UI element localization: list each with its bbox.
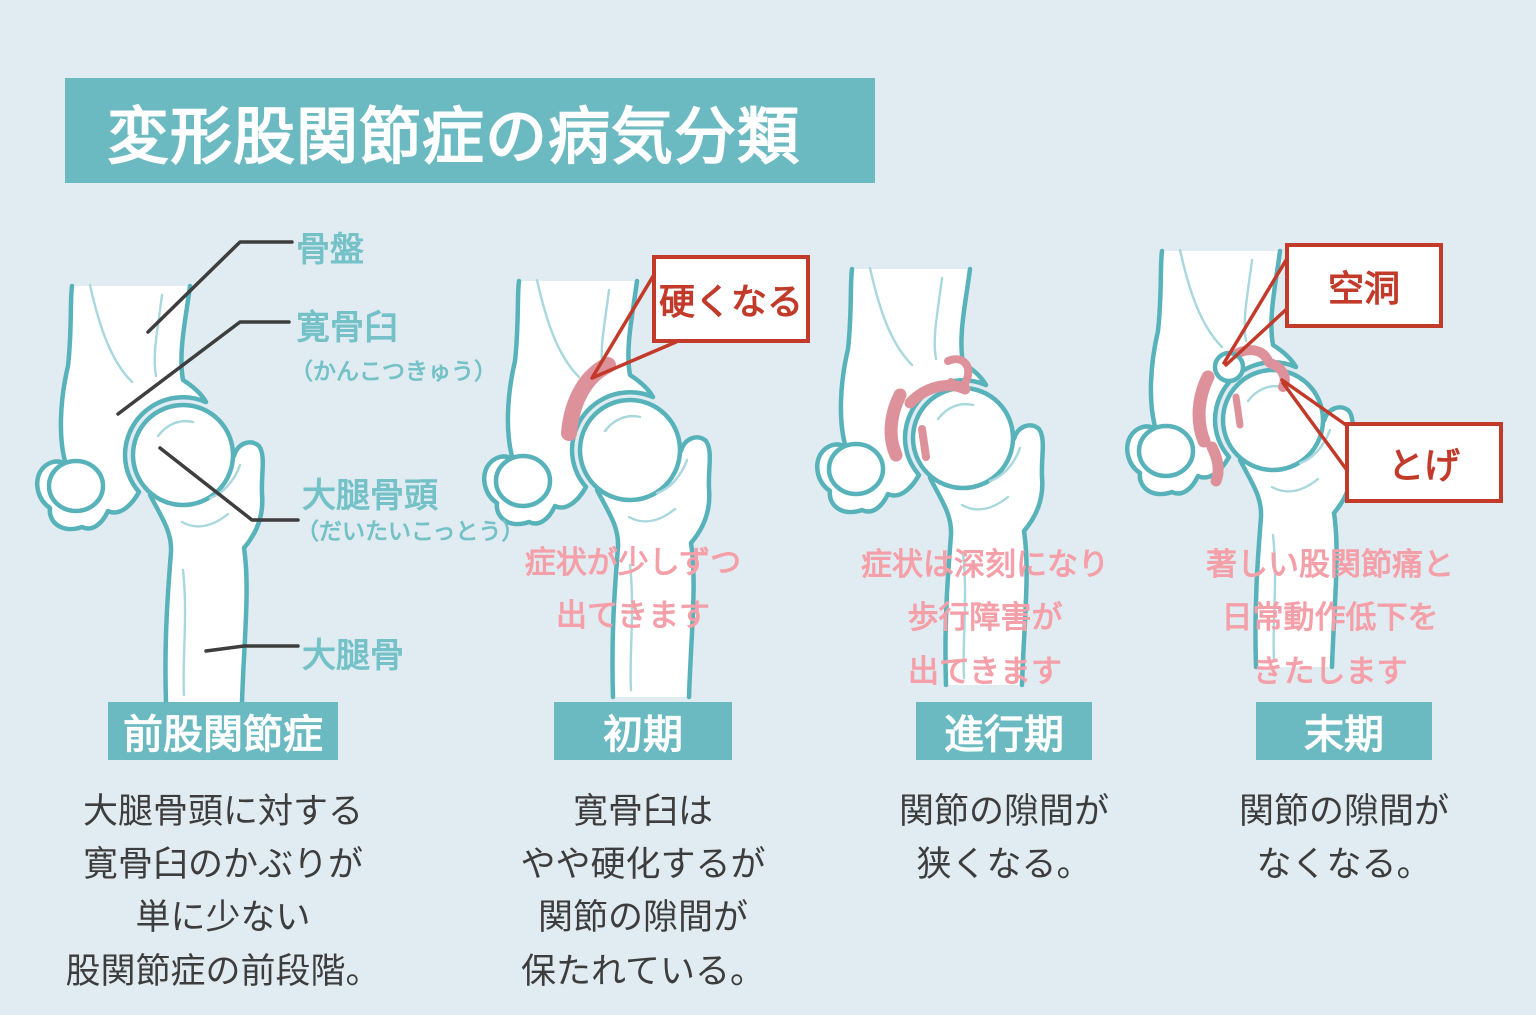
symptom-note-early: 症状が少しずつ 出てきます <box>524 545 742 634</box>
callout-spur: とげ <box>1345 422 1503 503</box>
stage-banner-progressive: 進行期 <box>916 702 1092 760</box>
anatomy-leader-lines <box>116 240 300 653</box>
cavity-shape <box>1215 353 1243 381</box>
stage-3-narrowing-overlay <box>884 355 973 462</box>
stage-banner-pre: 前股関節症 <box>108 702 338 760</box>
hip-illustration-stage-1 <box>37 285 263 702</box>
callout-hardening-text: 硬くなる <box>658 281 803 322</box>
label-femoral-head: 大腿骨頭 <box>302 477 438 515</box>
label-femoral-head-reading: （だいたいこっとう） <box>296 518 525 544</box>
stage-description-early: 寛骨臼は やや硬化するが 関節の隙間が 保たれている。 <box>520 792 766 991</box>
stage-2-sclerosis-overlay <box>561 357 616 441</box>
callout-cavity: 空洞 <box>1285 243 1443 328</box>
callout-beak-lines <box>590 250 1351 475</box>
stage-banner-end: 末期 <box>1256 702 1432 760</box>
label-femur: 大腿骨 <box>302 637 404 675</box>
label-pelvis: 骨盤 <box>296 231 364 269</box>
stage-banner-early: 初期 <box>554 702 732 760</box>
label-acetabulum-reading: （かんこつきゅう） <box>290 358 497 384</box>
stage-description-end: 関節の隙間が なくなる。 <box>1238 792 1449 885</box>
page-title: 変形股関節症の病気分類 <box>107 102 801 172</box>
title-banner: 変形股関節症の病気分類 <box>65 78 875 183</box>
callout-cavity-text: 空洞 <box>1327 267 1400 309</box>
stage-description-progressive: 関節の隙間が 狭くなる。 <box>898 792 1109 885</box>
callout-hardening: 硬くなる <box>652 255 810 343</box>
stage-description-pre: 大腿骨頭に対する 寛骨臼のかぶりが 単に少ない 股関節症の前段階。 <box>65 792 381 991</box>
symptom-note-progressive: 症状は深刻になり 歩行障害が 出てきます <box>861 547 1109 689</box>
label-acetabulum: 寛骨臼 <box>296 309 398 347</box>
callout-spur-text: とげ <box>1387 444 1460 486</box>
symptom-note-end: 著しい股関節痛と 日常動作低下を きたします <box>1206 547 1454 689</box>
